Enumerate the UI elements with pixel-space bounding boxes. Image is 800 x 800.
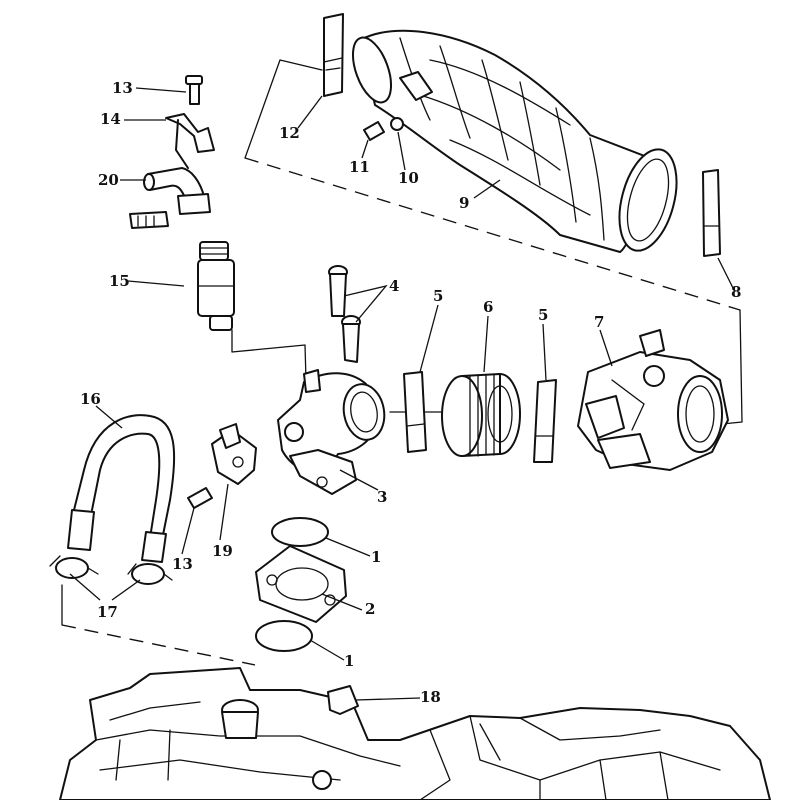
callout-18-sensor: 18 [420, 688, 441, 706]
part-13-screw-lower [187, 487, 213, 509]
callout-2-spacer: 2 [365, 600, 375, 618]
part-5-clamp-right [533, 379, 557, 463]
callout-13-screw: 13 [172, 555, 193, 573]
part-2-spacer-flange [255, 545, 347, 623]
callout-20-fuel-fitting: 20 [98, 171, 119, 189]
injector-connection-line [231, 329, 307, 381]
callout-19-sensor: 19 [212, 542, 233, 560]
part-8-hose-clamp [702, 169, 721, 257]
part-1-o-ring-lower [255, 620, 313, 652]
part-11-pin [363, 121, 385, 141]
part-16-vent-hose [67, 414, 176, 563]
part-7-throttle-body [577, 329, 729, 471]
reference-line-vent-hose [61, 624, 256, 666]
part-19-sensor [211, 423, 257, 485]
part-10-nut [390, 117, 404, 131]
callout-11-pin: 11 [349, 158, 370, 176]
engine-block [59, 667, 771, 800]
part-1-o-ring-upper [271, 517, 329, 547]
callout-9-hose: 9 [459, 194, 469, 212]
callout-5-clamp: 5 [433, 287, 443, 305]
part-17-hose-clamps [49, 555, 173, 585]
part-9-intake-hose [351, 29, 678, 253]
callout-15-injector: 15 [109, 272, 130, 290]
part-6-intake-boot [441, 373, 521, 457]
callout-5-clamp-second: 5 [538, 306, 548, 324]
callout-4-bolts: 4 [389, 277, 399, 295]
callout-12-clamp: 12 [279, 124, 300, 142]
part-4-bolts [328, 265, 361, 363]
part-20-fuel-fitting [143, 167, 211, 215]
callout-10-nut: 10 [398, 169, 419, 187]
part-12-hose-clamp [323, 13, 344, 97]
bracket-line-clamp-8 [721, 309, 743, 425]
part-15-injector-clip [129, 211, 169, 229]
callout-16-vent-hose: 16 [80, 390, 101, 408]
part-14-bracket [165, 113, 215, 169]
callout-3-manifold: 3 [377, 488, 387, 506]
callout-14-bracket: 14 [100, 110, 121, 128]
callout-7-throttle-body: 7 [594, 313, 604, 331]
part-3-intake-manifold [277, 369, 386, 495]
injector [197, 241, 235, 331]
part-18-sensor [327, 685, 359, 715]
callout-1-o-ring-upper: 1 [371, 548, 381, 566]
callout-labels: 13 14 20 15 12 11 10 9 8 4 5 6 5 7 16 3 … [80, 79, 741, 706]
callout-6-boot: 6 [483, 298, 493, 316]
callout-13-bolt: 13 [112, 79, 133, 97]
callout-1-o-ring-lower: 1 [344, 652, 354, 670]
reference-line-hose-to-throttle [244, 157, 741, 311]
bracket-line-clamp-12 [244, 59, 323, 159]
leader-lines [69, 87, 734, 701]
callout-17-clamps: 17 [97, 603, 118, 621]
part-13-bolt [185, 75, 203, 105]
callout-8-clamp: 8 [731, 283, 741, 301]
part-5-clamp-left [403, 371, 427, 453]
